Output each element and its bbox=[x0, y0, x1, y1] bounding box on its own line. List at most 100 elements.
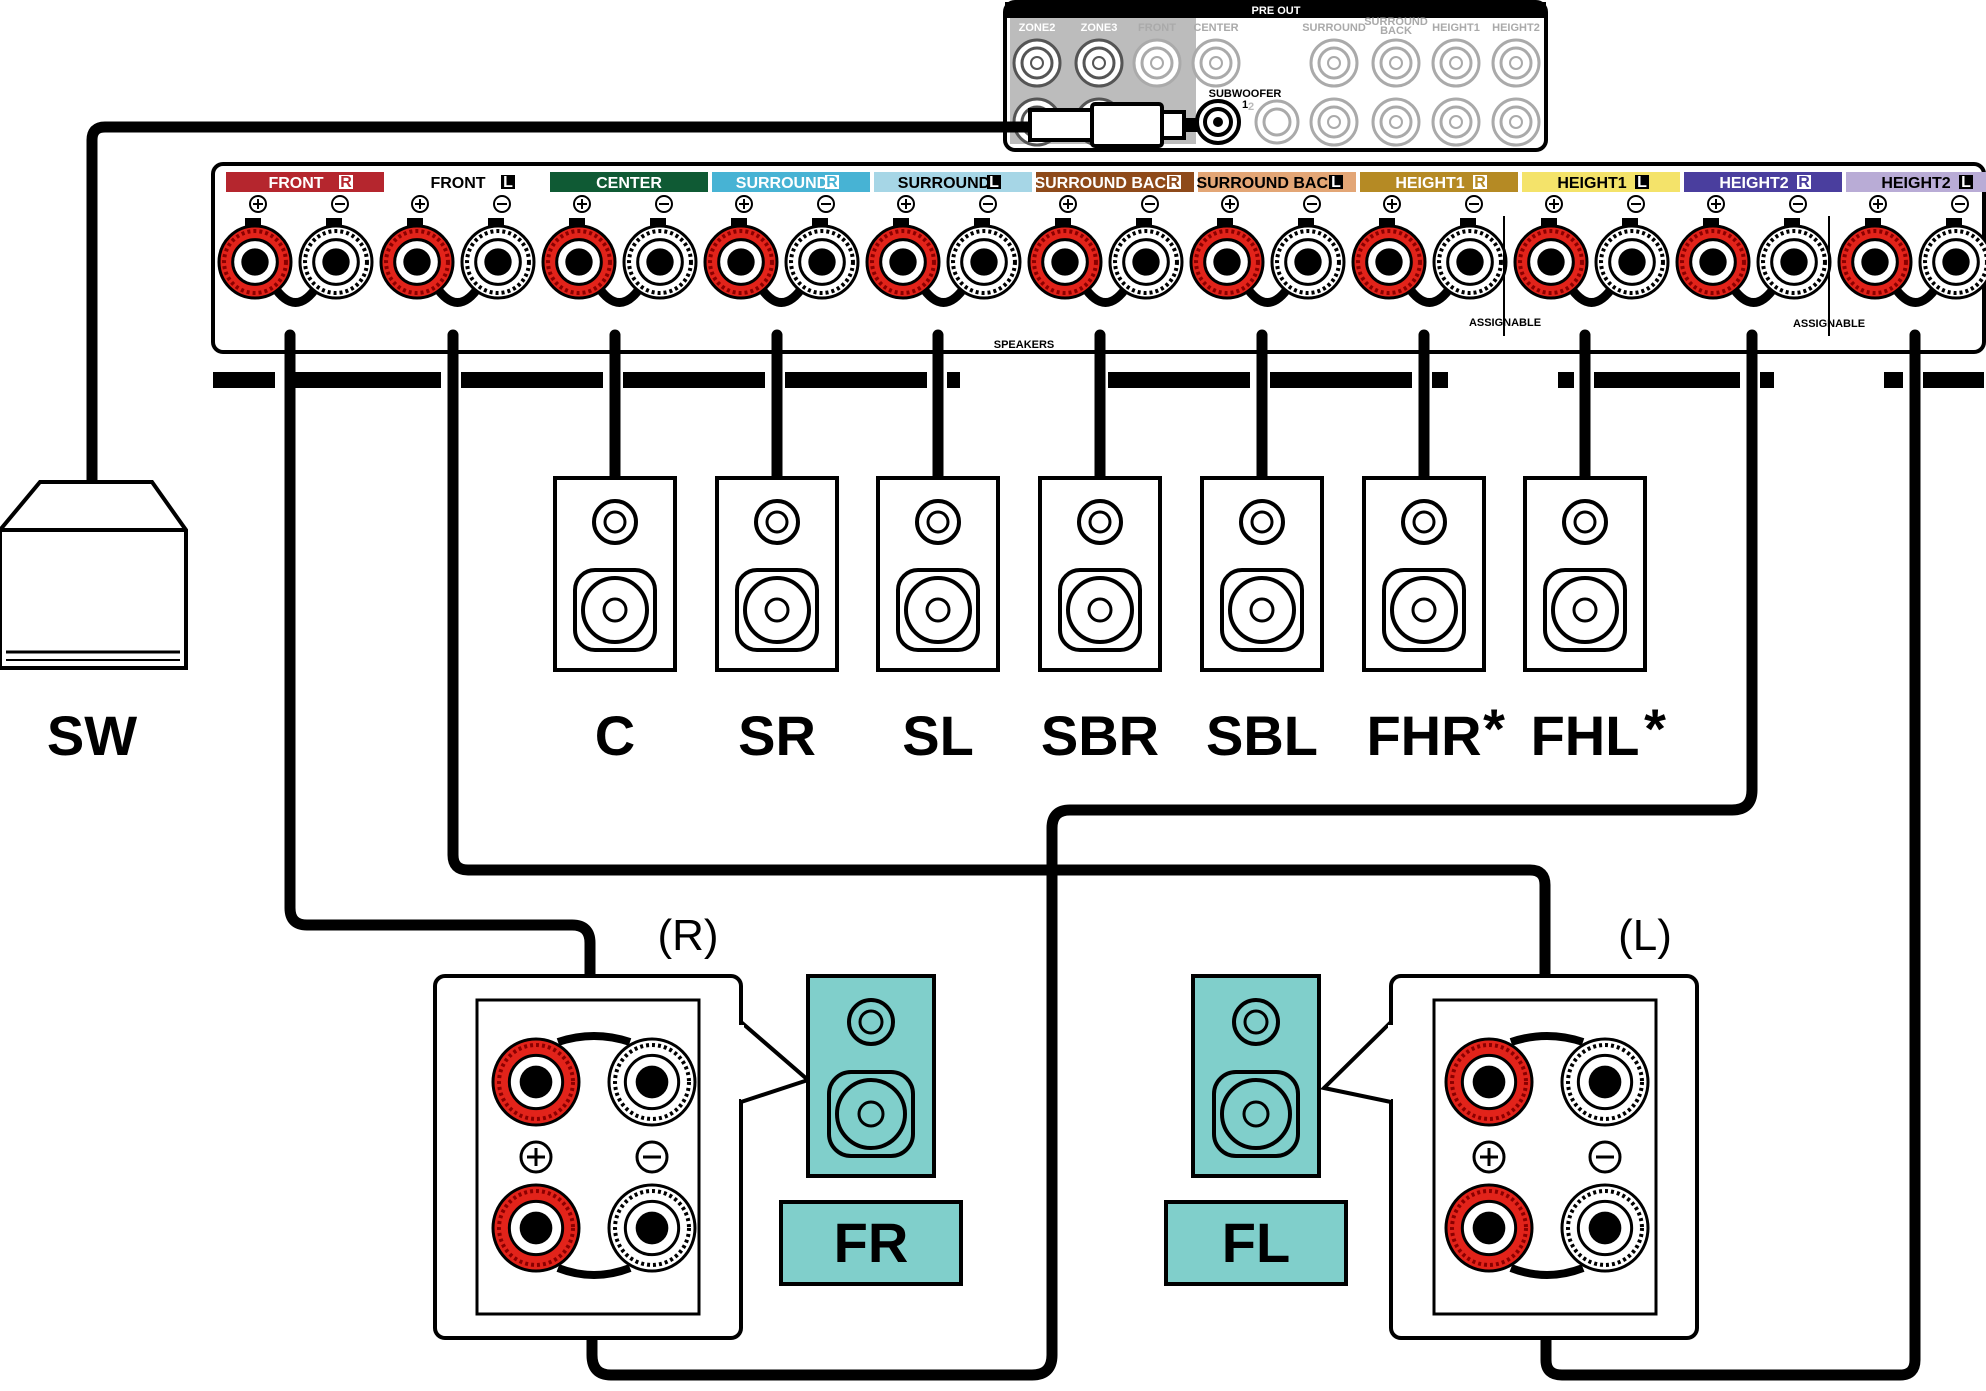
preout-jack-label: CENTER bbox=[1193, 22, 1238, 34]
channel-side: L bbox=[1961, 174, 1971, 191]
front-left-terminal-box bbox=[1319, 974, 1699, 1340]
channel-bar bbox=[550, 172, 708, 192]
speaker-label: SBL bbox=[1206, 704, 1318, 767]
speaker-terminal-minus[interactable] bbox=[946, 224, 1022, 300]
channel-bar bbox=[1198, 172, 1356, 192]
channel-side: R bbox=[1168, 174, 1180, 191]
preout-jack[interactable] bbox=[1309, 97, 1359, 147]
front-left-label-box: FL bbox=[1164, 1200, 1348, 1286]
preout-jack[interactable] bbox=[1491, 97, 1541, 147]
speaker-sr bbox=[715, 476, 839, 672]
speaker-terminal-minus[interactable] bbox=[1918, 224, 1986, 300]
channel-label: SURROUND BACK bbox=[1034, 175, 1178, 192]
speaker-terminal-minus[interactable] bbox=[1756, 224, 1832, 300]
preout-jack[interactable] bbox=[1491, 38, 1541, 88]
speaker-terminal-minus[interactable] bbox=[460, 224, 536, 300]
front-terminal-minus[interactable] bbox=[607, 1183, 697, 1273]
preout-jack[interactable] bbox=[1431, 38, 1481, 88]
preout-jack[interactable] bbox=[1431, 97, 1481, 147]
rca-plug bbox=[1028, 102, 1198, 148]
channel-label: SURROUND BACK bbox=[1196, 175, 1340, 192]
speaker-asterisk: * bbox=[1644, 697, 1666, 760]
channel-side: L bbox=[989, 174, 999, 191]
speaker-terminal-plus[interactable] bbox=[703, 224, 779, 300]
speaker-label: C bbox=[595, 704, 635, 767]
speaker-terminal-plus[interactable] bbox=[1675, 224, 1751, 300]
preout-jack[interactable] bbox=[1132, 38, 1182, 88]
speaker-wires bbox=[86, 121, 1921, 1381]
preout-jack-label: BACK bbox=[1380, 25, 1412, 37]
subwoofer-jack-2[interactable] bbox=[1254, 99, 1300, 145]
speaker-terminal-plus[interactable] bbox=[1837, 224, 1913, 300]
preout-jack[interactable] bbox=[1371, 38, 1421, 88]
speaker-terminal-minus[interactable] bbox=[1432, 224, 1508, 300]
channel-side: R bbox=[1474, 174, 1486, 191]
front-right-plus-wire bbox=[284, 329, 596, 1056]
speaker-terminal-minus[interactable] bbox=[1594, 224, 1670, 300]
speaker-terminal-minus[interactable] bbox=[784, 224, 860, 300]
preout-jack[interactable] bbox=[1074, 38, 1124, 88]
front-terminal-plus[interactable] bbox=[491, 1037, 581, 1127]
preout-jack-label: FRONT bbox=[1138, 22, 1176, 34]
preout-jack[interactable] bbox=[1371, 97, 1421, 147]
speaker-terminal-plus[interactable] bbox=[1351, 224, 1427, 300]
speaker-terminal-plus[interactable] bbox=[1027, 224, 1103, 300]
speaker-asterisk: * bbox=[1483, 697, 1505, 760]
preout-title: PRE OUT bbox=[1252, 5, 1301, 17]
speaker-label: FHR bbox=[1366, 704, 1481, 767]
preout-jack-label: ZONE3 bbox=[1081, 22, 1118, 34]
speaker-terminal-plus[interactable] bbox=[379, 224, 455, 300]
speaker-terminal-plus[interactable] bbox=[217, 224, 293, 300]
preout-jack[interactable] bbox=[1309, 38, 1359, 88]
front-terminal-plus[interactable] bbox=[1444, 1183, 1534, 1273]
speaker-terminal-plus[interactable] bbox=[1189, 224, 1265, 300]
channel-label: FRONT bbox=[430, 175, 485, 192]
channel-label: FRONT bbox=[268, 175, 323, 192]
preout-jack-label: SURROUND bbox=[1302, 22, 1366, 34]
front-left-side-label: (L) bbox=[1618, 911, 1672, 960]
speaker-label: FHL bbox=[1531, 704, 1640, 767]
channel-label: HEIGHT1 bbox=[1395, 175, 1464, 192]
speaker-terminal-minus[interactable] bbox=[622, 224, 698, 300]
speaker-terminal-minus[interactable] bbox=[1108, 224, 1184, 300]
front-right-minus-wire bbox=[586, 329, 1758, 1381]
subwoofer-jack-1[interactable] bbox=[1195, 99, 1241, 145]
front-terminal-minus[interactable] bbox=[1560, 1183, 1650, 1273]
channel-label: SURROUND bbox=[898, 175, 990, 192]
preout-jack-label: HEIGHT2 bbox=[1492, 22, 1540, 34]
speaker-terminal-plus[interactable] bbox=[1513, 224, 1589, 300]
speaker-label: SBR bbox=[1041, 704, 1159, 767]
front-left-speaker bbox=[1191, 974, 1321, 1178]
speaker-terminal-minus[interactable] bbox=[1270, 224, 1346, 300]
subwoofer-num-1: 1 bbox=[1242, 99, 1248, 111]
subwoofer-preout-label: SUBWOOFER bbox=[1209, 88, 1282, 100]
channel-side: R bbox=[340, 174, 352, 191]
front-terminal-minus[interactable] bbox=[1560, 1037, 1650, 1127]
speaker-terminal-plus[interactable] bbox=[865, 224, 941, 300]
speaker-terminal-minus[interactable] bbox=[298, 224, 374, 300]
channel-side: R bbox=[1798, 174, 1810, 191]
speaker-sl bbox=[876, 476, 1000, 672]
speaker-fhl bbox=[1523, 476, 1647, 672]
speaker-terminal-plus[interactable] bbox=[541, 224, 617, 300]
speaker-sbl bbox=[1200, 476, 1324, 672]
channel-bar bbox=[1036, 172, 1194, 192]
channel-side: L bbox=[1637, 174, 1647, 191]
channel-side: L bbox=[503, 174, 513, 191]
front-terminal-plus[interactable] bbox=[1444, 1037, 1534, 1127]
front-terminal-minus[interactable] bbox=[607, 1037, 697, 1127]
preout-jack[interactable] bbox=[1191, 38, 1241, 88]
speaker-label: SR bbox=[738, 704, 816, 767]
channel-label: HEIGHT2 bbox=[1719, 175, 1788, 192]
channel-side: R bbox=[826, 174, 838, 191]
channel-side: L bbox=[1331, 174, 1341, 191]
preout-jack[interactable] bbox=[1012, 38, 1062, 88]
channel-label: HEIGHT1 bbox=[1557, 175, 1626, 192]
channel-label: CENTER bbox=[596, 175, 662, 192]
front-terminal-plus[interactable] bbox=[491, 1183, 581, 1273]
front-right-label: FR bbox=[834, 1211, 909, 1274]
front-left-plus-wire bbox=[447, 329, 1551, 1056]
front-right-label-box: FR bbox=[779, 1200, 963, 1286]
front-left-label: FL bbox=[1222, 1211, 1290, 1274]
assignable-label-2: ASSIGNABLE bbox=[1793, 318, 1865, 330]
